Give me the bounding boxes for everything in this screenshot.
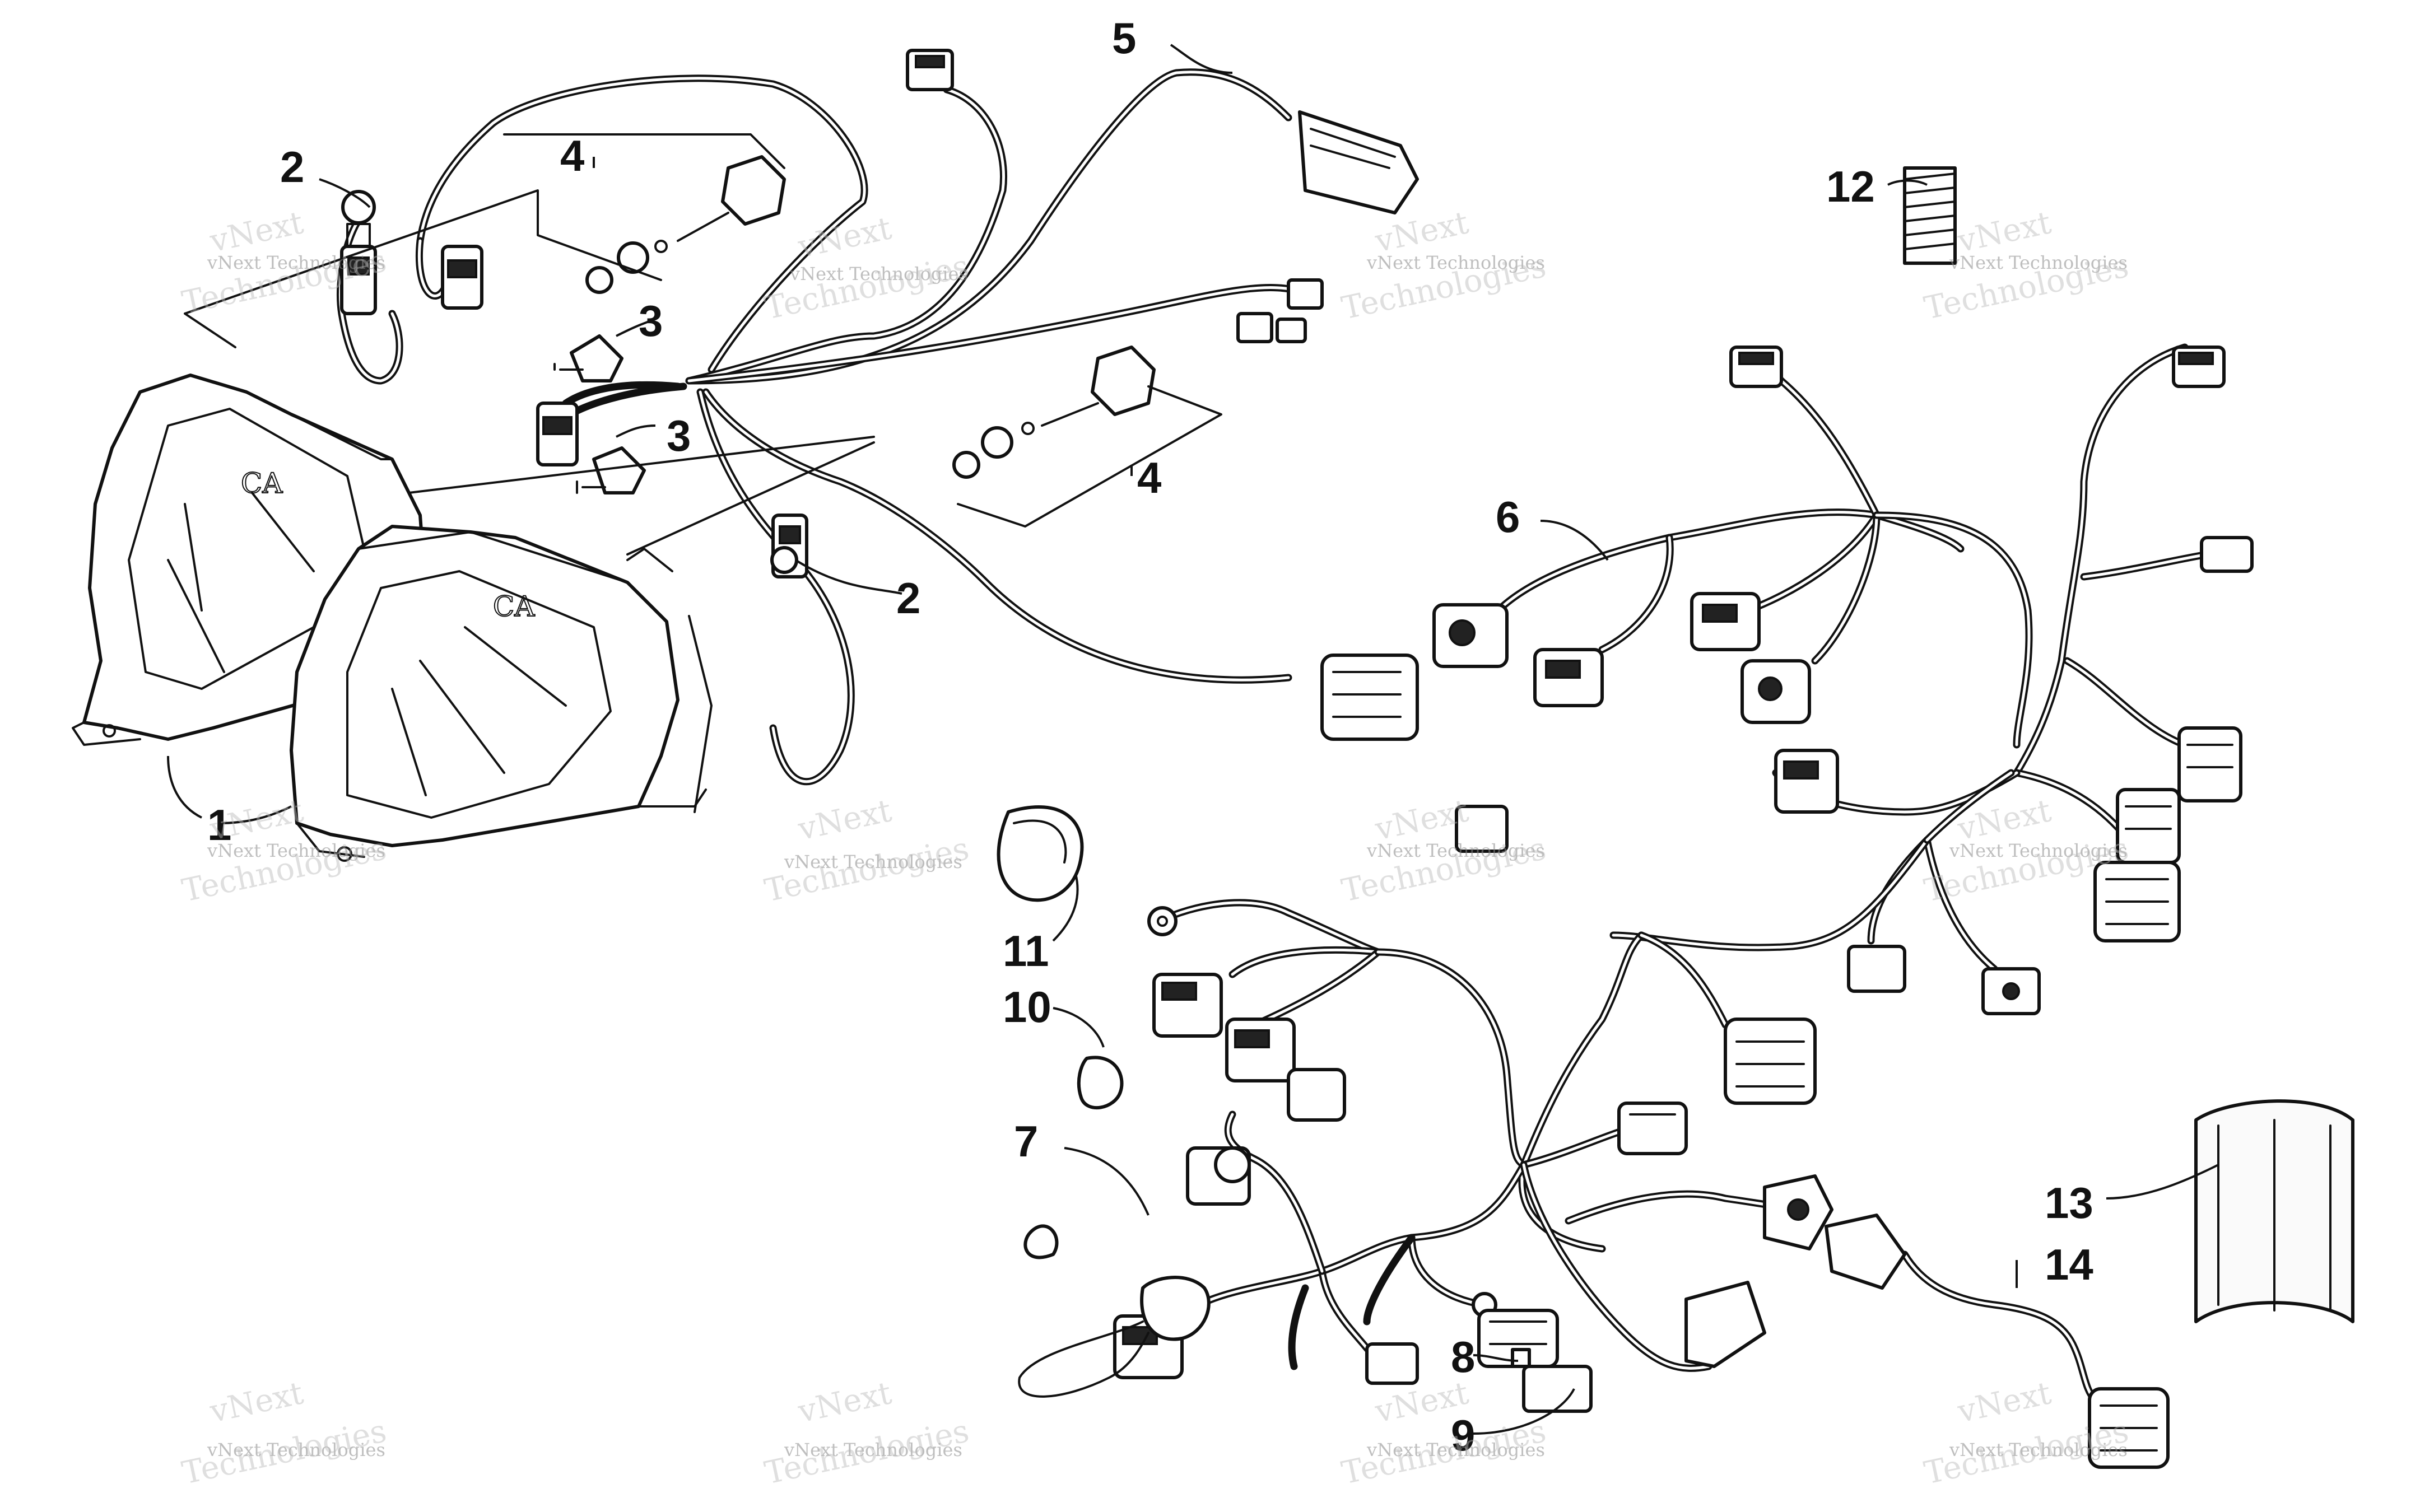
watermark-big-10b: Technologies: [761, 1413, 972, 1492]
watermark-small-1: vNext Technologies: [207, 252, 385, 273]
callout-12: 12: [1826, 162, 1875, 211]
bulb-3a: [570, 334, 623, 382]
spring-12: [1903, 166, 1957, 265]
callout-1: 1: [207, 800, 231, 850]
adjuster-4b: [1091, 346, 1156, 416]
watermark-big-12a: vNext: [1954, 1375, 2054, 1430]
watermark-small-4: vNext Technologies: [1949, 252, 2128, 273]
watermark-small-2: vNext Technologies: [789, 263, 968, 284]
callout-11: 11: [1003, 926, 1049, 976]
callout-2a: 2: [280, 142, 304, 192]
watermark-small-3: vNext Technologies: [1366, 252, 1545, 273]
callout-3a: 3: [639, 296, 663, 346]
watermark-big-9a: vNext: [206, 1375, 306, 1430]
watermark-small-10: vNext Technologies: [784, 1439, 962, 1460]
callout-8: 8: [1451, 1332, 1475, 1382]
callout-6: 6: [1496, 492, 1520, 542]
watermark-small-11: vNext Technologies: [1366, 1439, 1545, 1460]
connectors-top: [906, 49, 1419, 741]
watermark-big-10a: vNext: [794, 1375, 895, 1430]
callout-13: 13: [2045, 1178, 2093, 1228]
watermark-big-9b: Technologies: [179, 1413, 389, 1492]
watermark-small-6: vNext Technologies: [784, 851, 962, 872]
harness-6-connectors: [1432, 346, 2254, 1015]
headlight-right: CA: [290, 525, 713, 862]
callout-7: 7: [1014, 1117, 1038, 1166]
callout-14: 14: [2045, 1240, 2093, 1289]
svg-text:CA: CA: [241, 467, 283, 500]
watermark-small-5: vNext Technologies: [207, 840, 385, 861]
watermark-big-6b: Technologies: [761, 830, 972, 909]
harness-14: [1116, 899, 2099, 1404]
watermark-small-9: vNext Technologies: [207, 1439, 385, 1460]
band-clamp-11: [997, 805, 1084, 902]
callout-2b: 2: [896, 573, 920, 623]
callout-9: 9: [1451, 1411, 1475, 1460]
leader-lines: [167, 44, 2219, 1435]
callout-3b: 3: [667, 411, 691, 460]
cap-7: [1140, 1276, 1211, 1341]
watermark-big-12b: Technologies: [1921, 1413, 2132, 1492]
harness-6: [1481, 343, 2211, 973]
watermark-big-11b: Technologies: [1338, 1413, 1549, 1492]
watermark-small-12: vNext Technologies: [1949, 1439, 2128, 1460]
assembly-lines: [184, 133, 1222, 556]
callouts: 1 2 2 3 3 4 4 5 6 7 8 9 10 11 12 13 14: [207, 13, 2093, 1460]
callout-5: 5: [1112, 13, 1136, 63]
connector-multi-pin-top: [1320, 654, 1419, 741]
callout-4a: 4: [560, 131, 584, 180]
svg-text:CA: CA: [493, 590, 535, 623]
harness-14-connectors: [1023, 805, 2170, 1469]
watermark-big-6a: vNext: [794, 792, 895, 848]
watermark-big-2b: Technologies: [761, 248, 972, 327]
clip-10: [1077, 1056, 1124, 1109]
watermark-small-7: vNext Technologies: [1366, 840, 1545, 861]
headlight-components: [340, 155, 1156, 578]
connector-5: [1298, 110, 1419, 214]
watermark-small-8: vNext Technologies: [1949, 840, 2128, 861]
callout-4b: 4: [1137, 453, 1161, 502]
small-parts: [997, 166, 2354, 1398]
sleeve-13: [2194, 1099, 2354, 1323]
callout-10: 10: [1003, 982, 1051, 1032]
